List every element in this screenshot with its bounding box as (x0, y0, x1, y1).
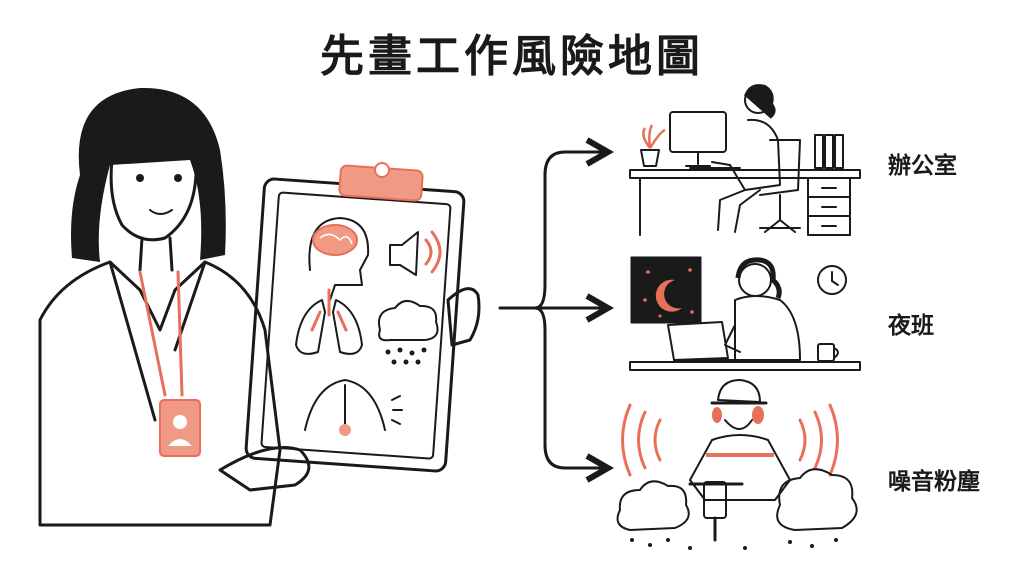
noise-dust-scene (616, 379, 858, 550)
branch-label-night-shift: 夜班 (888, 313, 934, 339)
doctor-hand (218, 446, 311, 492)
lanyard (138, 270, 184, 397)
doctor-hand-right (446, 287, 481, 347)
monitor (669, 111, 727, 153)
night-window (630, 256, 702, 324)
doctor-smile (149, 209, 173, 215)
dust-cloud-right (776, 468, 858, 531)
office-worker-body (711, 118, 781, 191)
id-badge-person-icon (173, 415, 187, 429)
doctor-figure (38, 87, 311, 527)
doctor-face (109, 116, 198, 242)
hard-hat (717, 379, 761, 403)
speaker-icon (389, 231, 419, 276)
noise-waves-left (621, 403, 662, 477)
back-pain-icon (304, 379, 386, 431)
office-scene (629, 84, 861, 236)
page-title: 先畫工作風險地圖 (320, 31, 704, 82)
doctor-hair (71, 87, 226, 262)
moon-icon (655, 279, 682, 312)
night-worker-head (738, 263, 772, 297)
brain-icon (312, 224, 358, 256)
doctor-neck (138, 236, 174, 272)
night-worker-shirt (734, 295, 801, 361)
dust-cloud-left (616, 480, 690, 531)
doctor-eye-right (174, 174, 182, 182)
branch-label-noise-dust: 噪音粉塵 (888, 469, 980, 495)
mug-icon (817, 343, 835, 362)
head-profile-icon (308, 217, 370, 301)
binders (814, 134, 824, 169)
branch-arrows (498, 152, 605, 468)
construction-worker-body (689, 434, 791, 501)
earmuff (752, 406, 764, 424)
branch-label-office: 辦公室 (888, 153, 957, 179)
dust-mask (724, 419, 753, 430)
night-shift-scene (629, 256, 861, 371)
dust-cloud-icon (378, 300, 439, 342)
plant-icon (642, 124, 666, 149)
doctor-eye-left (136, 174, 144, 182)
clipboard (244, 162, 481, 473)
laptop (667, 321, 729, 361)
desk-drawers (807, 177, 851, 236)
noise-waves-right (798, 403, 839, 477)
office-chair (759, 139, 801, 233)
clock-icon (817, 265, 847, 295)
lungs-icon (295, 299, 363, 355)
